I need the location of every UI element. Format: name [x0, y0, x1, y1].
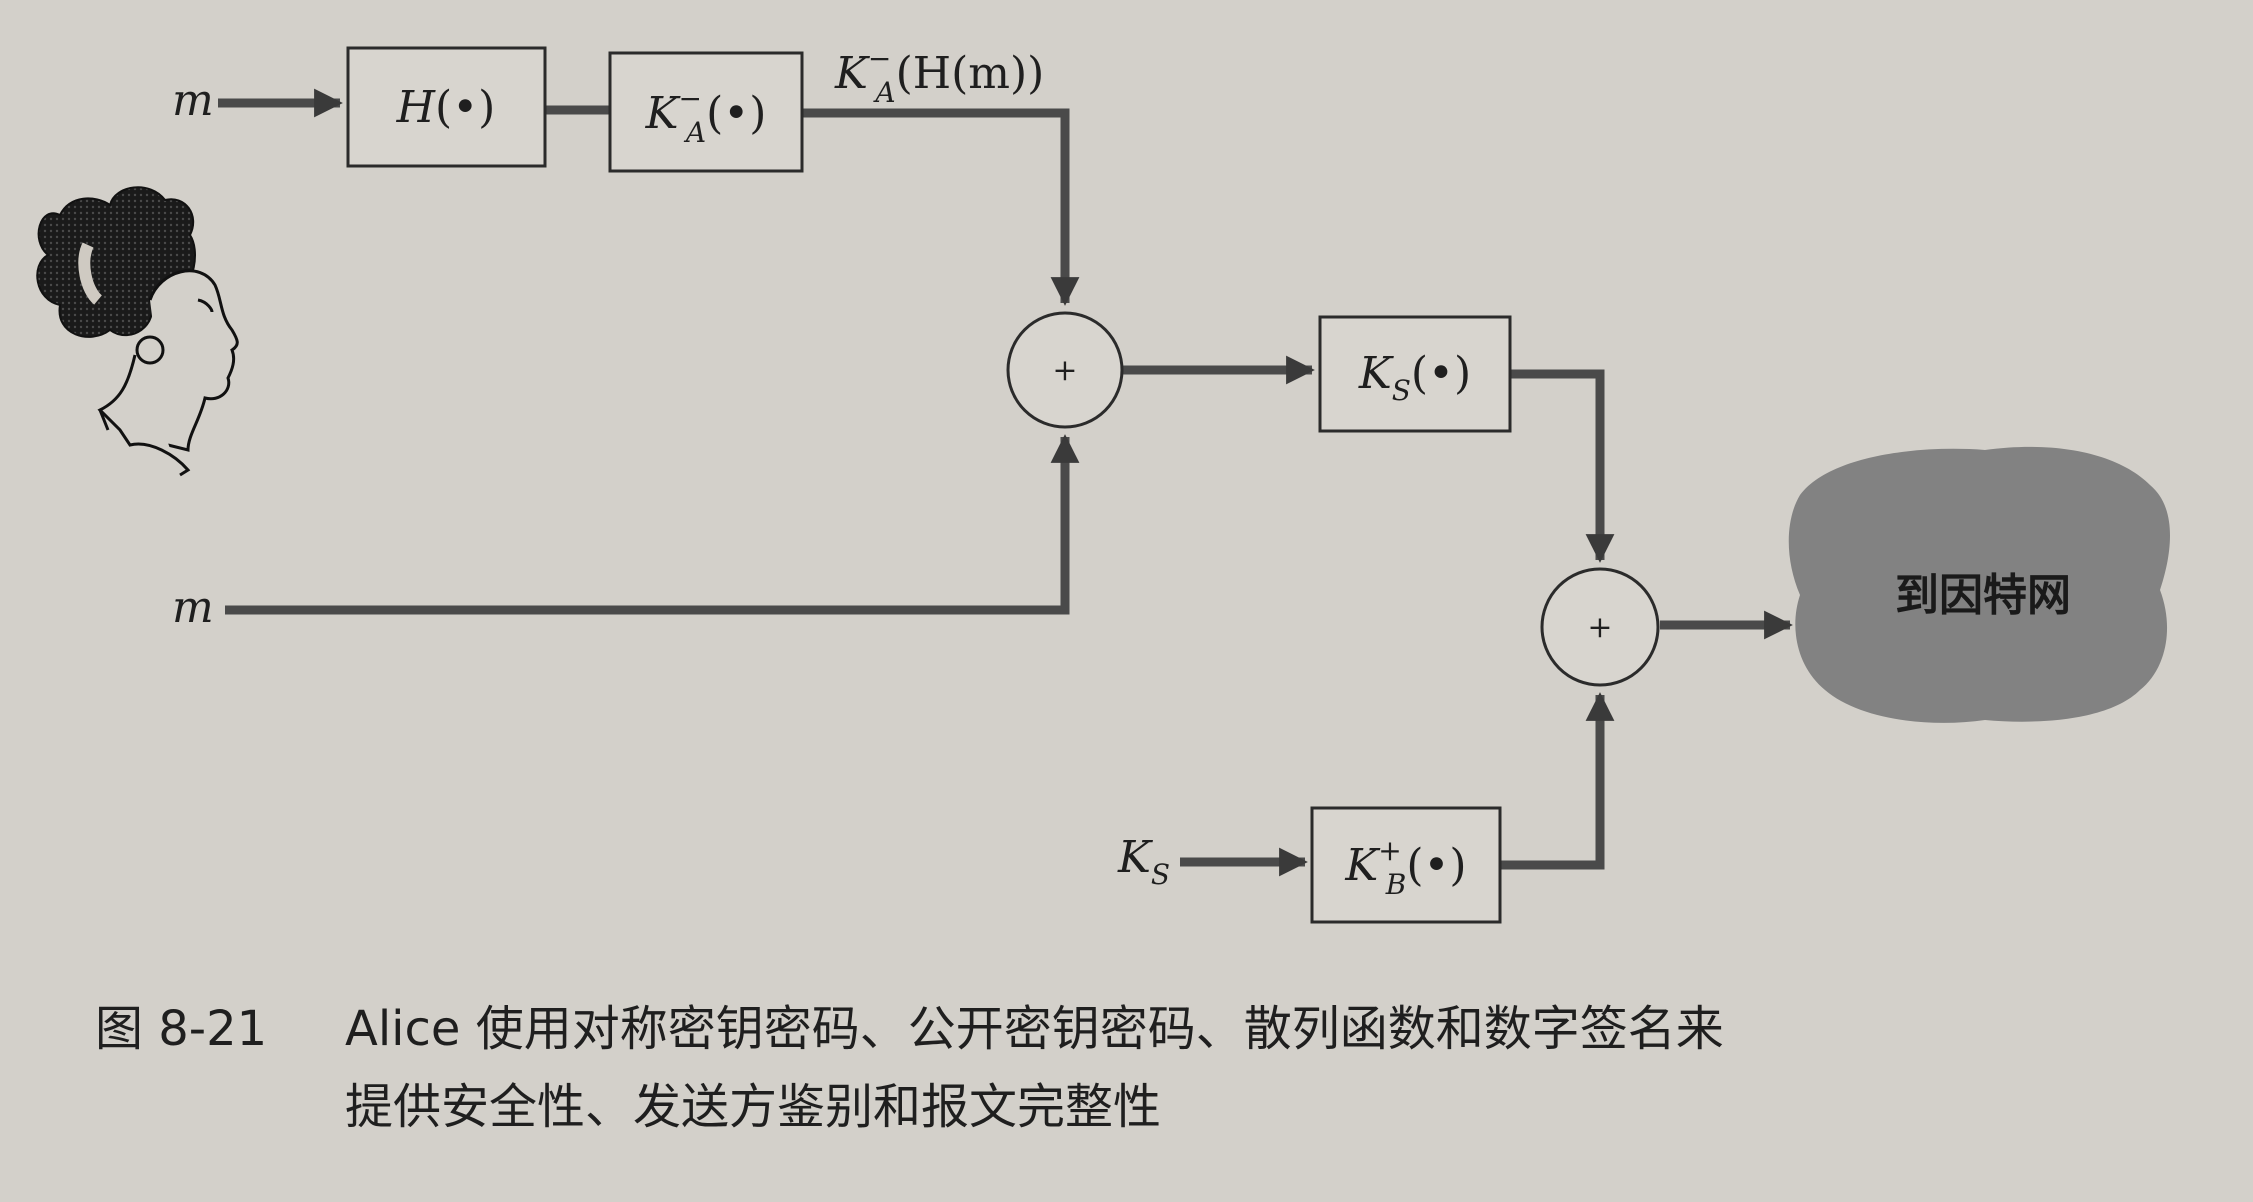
figure-caption: 图 8-21 Alice 使用对称密钥密码、公开密钥密码、散列函数和数字签名来 提… — [95, 990, 2195, 1146]
alice-illustration-icon — [36, 186, 239, 477]
svg-text:+: + — [1052, 353, 1077, 388]
hash-function-box: H(•) — [346, 46, 547, 168]
wire-sym-to-sum2 — [1510, 369, 1615, 563]
public-key-box: K+B(•) — [1310, 806, 1502, 924]
network-label: 到因特网 — [1895, 570, 2071, 621]
caption-line-2: 提供安全性、发送方鉴别和报文完整性 — [345, 1079, 1162, 1135]
signature-label: K−A(H(m)) — [834, 42, 1044, 109]
svg-text:K−A(•): K−A(•) — [645, 82, 767, 149]
wire-pub-to-sum2 — [1500, 692, 1615, 870]
input-m-bottom: m — [172, 582, 214, 633]
symmetric-key-box: KS(•) — [1318, 315, 1512, 433]
flow-diagram: m m KS H(•) K−A(•) K−A(H(m)) + KS(•) + — [36, 42, 2170, 924]
svg-text:K+B(•): K+B(•) — [1344, 834, 1466, 901]
concatenation-node-1: + — [1006, 311, 1124, 429]
svg-text:H(•): H(•) — [396, 82, 496, 133]
svg-text:+: + — [1587, 610, 1612, 645]
svg-text:KS(•): KS(•) — [1358, 348, 1471, 407]
caption-line-1: Alice 使用对称密钥密码、公开密钥密码、散列函数和数字签名来 — [345, 1001, 1724, 1057]
private-key-sign-box: K−A(•) — [608, 51, 804, 173]
wire-m-to-sum1 — [225, 434, 1080, 615]
input-m-top: m — [172, 75, 214, 126]
input-ks: KS — [1117, 832, 1170, 891]
internet-cloud-icon: 到因特网 — [1788, 446, 2170, 723]
figure-number: 图 8-21 — [95, 1001, 268, 1057]
concatenation-node-2: + — [1540, 567, 1660, 687]
wire-sign-to-sum1 — [802, 108, 1080, 306]
